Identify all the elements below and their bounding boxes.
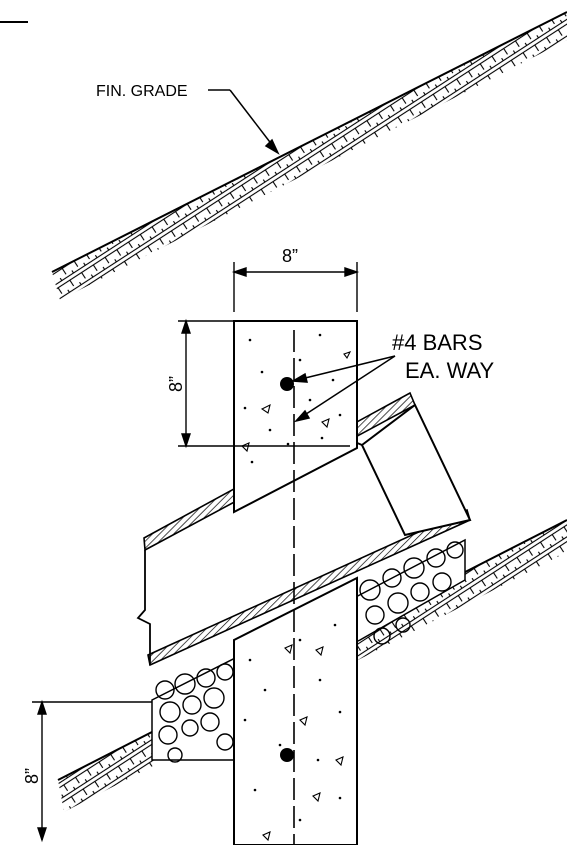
finished-grade-surface [51, 11, 567, 300]
top-height-dimension-label: 8” [166, 376, 186, 392]
width-dimension [231, 262, 360, 312]
rebar-top [280, 377, 294, 391]
finish-grade-label: FIN. GRADE [96, 83, 188, 100]
concrete-collar-lower [233, 576, 358, 845]
finish-grade-leader [208, 89, 280, 155]
bars-label-line1: #4 BARS [392, 330, 483, 355]
rebar-bottom [280, 748, 294, 762]
top-height-dimension [178, 318, 350, 449]
concrete-collar-upper [233, 320, 358, 514]
width-dimension-label: 8” [282, 246, 298, 266]
bars-leaders [290, 355, 396, 423]
bottom-height-dimension-label: 8” [22, 768, 42, 784]
bars-label-line2: EA. WAY [405, 358, 495, 383]
bottom-height-dimension [32, 699, 152, 843]
